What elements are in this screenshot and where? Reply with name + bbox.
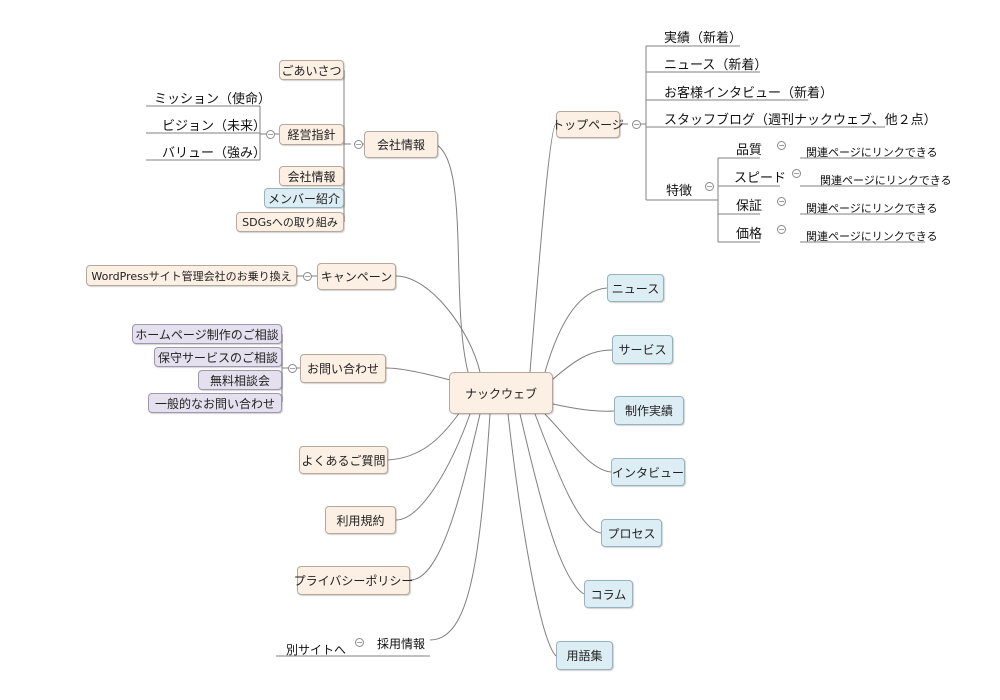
campaign-child-node[interactable]: WordPressサイト管理会社のお乗り換え [86,265,297,286]
privacy-node[interactable]: プライバシーポリシー [294,566,413,595]
top-page-item: スタッフブログ（週刊ナックウェブ、他２点） [664,113,937,128]
right-node[interactable]: ニュース [607,274,664,302]
collapse-icon[interactable]: − [777,141,786,150]
campaign-node[interactable]: キャンペーン [317,263,396,290]
right-node[interactable]: プロセス [601,519,662,547]
terms-node[interactable]: 利用規約 [325,506,396,534]
greeting-node[interactable]: ごあいさつ [279,60,344,80]
right-node[interactable]: コラム [584,580,633,608]
right-node[interactable]: 用語集 [556,641,613,670]
feature-note: 関連ページにリンクできる [806,202,938,215]
top-page-node[interactable]: トップページ [552,111,624,138]
right-node[interactable]: インタビュー [611,458,685,486]
policy-item: ビジョン（未来） [162,119,267,134]
features-label: 特徴 [666,184,693,199]
policy-item: ミッション（使命） [154,92,272,107]
collapse-icon[interactable]: − [303,272,312,281]
feature-note: 関連ページにリンクできる [806,146,938,159]
company-info-node[interactable]: 会社情報 [279,166,344,186]
collapse-icon[interactable]: − [266,130,275,139]
members-node[interactable]: メンバー紹介 [264,188,344,208]
collapse-icon[interactable]: − [792,169,801,178]
inquiry-node[interactable]: お問い合わせ [300,354,386,383]
collapse-icon[interactable]: − [355,638,364,647]
collapse-icon[interactable]: − [705,182,714,191]
collapse-icon[interactable]: − [777,225,786,234]
right-node[interactable]: サービス [612,335,673,364]
inquiry-item[interactable]: ホームページ制作のご相談 [132,324,282,344]
feature-note: 関連ページにリンクできる [806,230,938,243]
policy-node[interactable]: 経営指針 [279,124,344,145]
company-node[interactable]: 会社情報 [364,131,438,158]
inquiry-item[interactable]: 保守サービスのご相談 [154,347,282,367]
collapse-icon[interactable]: − [777,197,786,206]
feature-item: スピード [734,171,787,186]
collapse-icon[interactable]: − [632,120,641,129]
faq-node[interactable]: よくあるご質問 [299,446,388,474]
feature-item: 保証 [736,199,763,214]
recruit-note: 別サイトへ [286,643,347,657]
policy-item: バリュー（強み） [162,146,267,161]
collapse-icon[interactable]: − [354,140,363,149]
inquiry-item[interactable]: 一般的なお問い合わせ [148,393,282,413]
sdgs-node[interactable]: SDGsへの取り組み [236,212,344,232]
top-page-item: 実績（新着） [664,31,743,46]
top-page-item: お客様インタビュー（新着） [664,86,834,101]
feature-item: 品質 [736,143,763,158]
inquiry-item[interactable]: 無料相談会 [198,370,282,390]
feature-note: 関連ページにリンクできる [820,174,952,187]
right-node[interactable]: 制作実績 [614,396,684,425]
center-node[interactable]: ナックウェブ [449,372,553,414]
top-page-item: ニュース（新着） [664,58,768,73]
recruit-node[interactable]: 採用情報 [377,637,426,651]
feature-item: 価格 [736,227,763,242]
collapse-icon[interactable]: − [288,364,297,373]
